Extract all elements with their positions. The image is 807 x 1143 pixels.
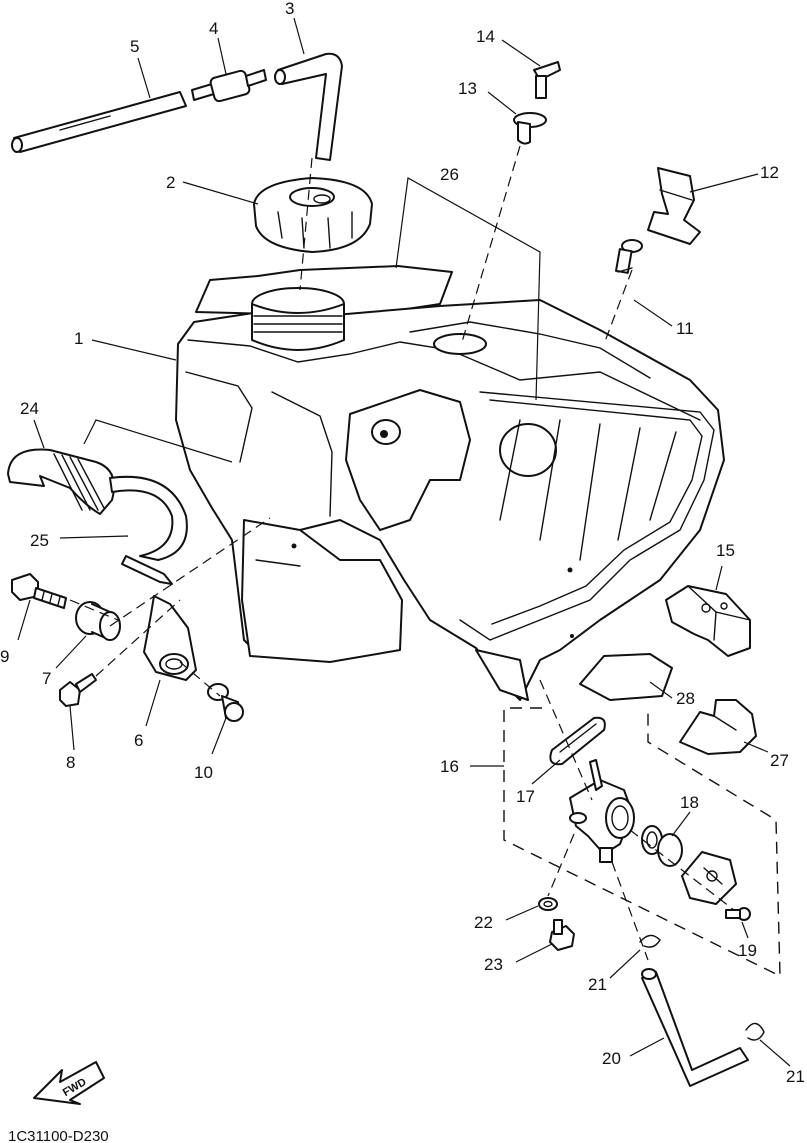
washer-part-22 (538, 897, 558, 911)
label-part-6: 6 (134, 731, 143, 750)
label-part-28: 28 (676, 689, 695, 708)
screw-part-19 (725, 907, 751, 921)
gasket-part-17 (549, 716, 606, 766)
band-part-25 (109, 475, 188, 585)
label-part-24: 24 (20, 399, 39, 418)
label-part-2: 2 (166, 173, 175, 192)
exploded-axis-lines (69, 145, 735, 961)
bolt-part-8 (59, 673, 97, 707)
collar-part-13 (513, 112, 547, 145)
label-part-12: 12 (760, 163, 779, 182)
label-part-17: 17 (516, 787, 535, 806)
breather-hose-part-3 (274, 52, 343, 161)
label-part-20: 20 (602, 1049, 621, 1068)
label-part-8: 8 (66, 753, 75, 772)
label-part-15: 15 (716, 541, 735, 560)
clip-part-21-upper (639, 934, 661, 948)
collar-part-10 (207, 683, 244, 722)
fuel-hose-part-20 (641, 968, 749, 1087)
leader-lines (17, 17, 791, 1067)
forward-direction-arrow: FWD (33, 1061, 105, 1105)
label-part-25: 25 (30, 531, 49, 550)
bracket-line-part-24 (83, 419, 233, 463)
label-part-21-upper: 21 (588, 975, 607, 994)
label-part-3: 3 (285, 0, 294, 18)
protector-part-28 (579, 653, 673, 701)
hose-clip-part-12 (647, 167, 701, 245)
bracket-line-part-26 (395, 177, 541, 401)
label-part-16: 16 (440, 757, 459, 776)
bracket-part-6 (143, 595, 197, 681)
label-part-10: 10 (194, 763, 213, 782)
label-part-9: 9 (0, 647, 9, 666)
label-part-5: 5 (130, 37, 139, 56)
damper-part-24 (7, 448, 115, 515)
diagram-code: 1C31100-D230 (8, 1128, 109, 1143)
label-part-1: 1 (74, 329, 83, 348)
screw-part-14 (533, 61, 561, 99)
label-part-27: 27 (770, 751, 789, 770)
label-part-26: 26 (440, 165, 459, 184)
bolt-part-9 (11, 573, 67, 609)
clip-part-21-lower (745, 1022, 765, 1041)
label-part-22: 22 (474, 913, 493, 932)
filler-cap-part-2 (253, 177, 373, 253)
label-part-11: 11 (676, 319, 694, 338)
label-part-13: 13 (458, 79, 477, 98)
label-part-4: 4 (209, 19, 218, 38)
hose-part-5 (11, 91, 187, 153)
fuel-cock-lever-plate (681, 851, 737, 905)
fuel-tank-part-1 (175, 265, 725, 701)
label-part-7: 7 (42, 669, 51, 688)
label-part-21-lower: 21 (786, 1067, 805, 1086)
bolt-part-11 (615, 239, 643, 274)
bracket-part-15 (665, 585, 751, 657)
damper-part-7 (75, 601, 121, 641)
cover-part-27 (679, 699, 757, 755)
breather-joint-part-4 (191, 69, 267, 103)
fuel-cock-part-16 (569, 759, 635, 863)
oring-part-18 (641, 825, 683, 867)
bolt-part-23 (549, 919, 575, 951)
label-part-19: 19 (738, 941, 757, 960)
label-part-18: 18 (680, 793, 699, 812)
part-number-labels: 1 2 3 4 5 6 7 8 9 10 11 12 13 14 15 16 1… (0, 0, 805, 1086)
label-part-23: 23 (484, 955, 503, 974)
label-part-14: 14 (476, 27, 495, 46)
fuel-cock-group-box (503, 707, 781, 978)
